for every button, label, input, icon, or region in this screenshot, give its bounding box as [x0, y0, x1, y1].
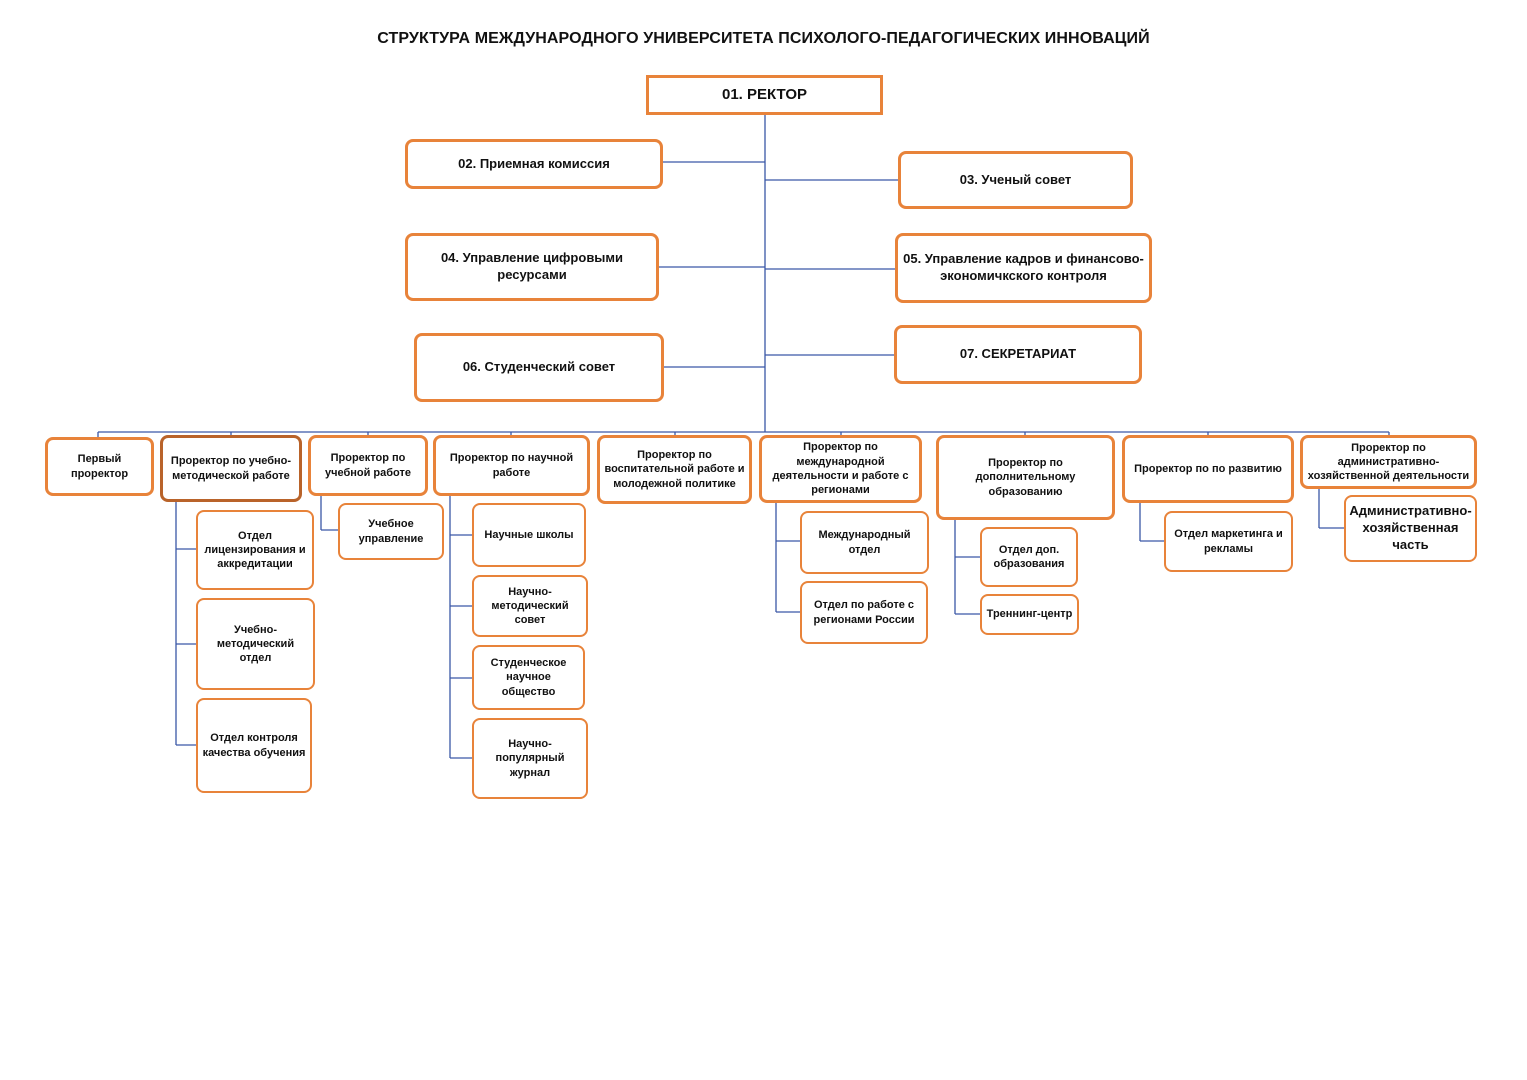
department-regions: Отдел по работе с регионами России — [800, 581, 928, 644]
vice-rector-additional-education: Проректор по дополнительному образованию — [936, 435, 1115, 520]
department-student-scientific-society: Студенческое научное общество — [472, 645, 585, 710]
department-scientific-methodical-council: Научно-методический совет — [472, 575, 588, 637]
department-training-center: Треннинг-центр — [980, 594, 1079, 635]
hr-finance-box: 05. Управление кадров и финансово-эконом… — [895, 233, 1152, 303]
vice-rector-first: Первый проректор — [45, 437, 154, 496]
digital-resources-box: 04. Управление цифровыми ресурсами — [405, 233, 659, 301]
vice-rector-methodical: Проректор по учебно-методической работе — [160, 435, 302, 502]
department-additional-education: Отдел доп. образования — [980, 527, 1078, 587]
vice-rector-administrative: Проректор по административно-хозяйственн… — [1300, 435, 1477, 489]
secretariat-box: 07. СЕКРЕТАРИАТ — [894, 325, 1142, 384]
department-licensing: Отдел лицензирования и аккредитации — [196, 510, 314, 590]
department-marketing: Отдел маркетинга и рекламы — [1164, 511, 1293, 572]
department-international: Международный отдел — [800, 511, 929, 574]
department-scientific-schools: Научные школы — [472, 503, 586, 567]
academic-council-box: 03. Ученый совет — [898, 151, 1133, 209]
vice-rector-development: Проректор по по развитию — [1122, 435, 1294, 503]
vice-rector-youth: Проректор по воспитательной работе и мол… — [597, 435, 752, 504]
admissions-box: 02. Приемная комиссия — [405, 139, 663, 189]
student-council-box: 06. Студенческий совет — [414, 333, 664, 402]
rector-box: 01. РЕКТОР — [646, 75, 883, 115]
vice-rector-international: Проректор по международной деятельности … — [759, 435, 922, 503]
diagram-title: СТРУКТУРА МЕЖДУНАРОДНОГО УНИВЕРСИТЕТА ПС… — [377, 30, 1150, 47]
department-popular-science-journal: Научно-популярный журнал — [472, 718, 588, 799]
department-academic-office: Учебное управление — [338, 503, 444, 560]
department-methodical: Учебно-методический отдел — [196, 598, 315, 690]
vice-rector-academic: Проректор по учебной работе — [308, 435, 428, 496]
vice-rector-research: Проректор по научной работе — [433, 435, 590, 496]
department-administrative-household: Административно-хозяйственная часть — [1344, 495, 1477, 562]
department-quality-control: Отдел контроля качества обучения — [196, 698, 312, 793]
